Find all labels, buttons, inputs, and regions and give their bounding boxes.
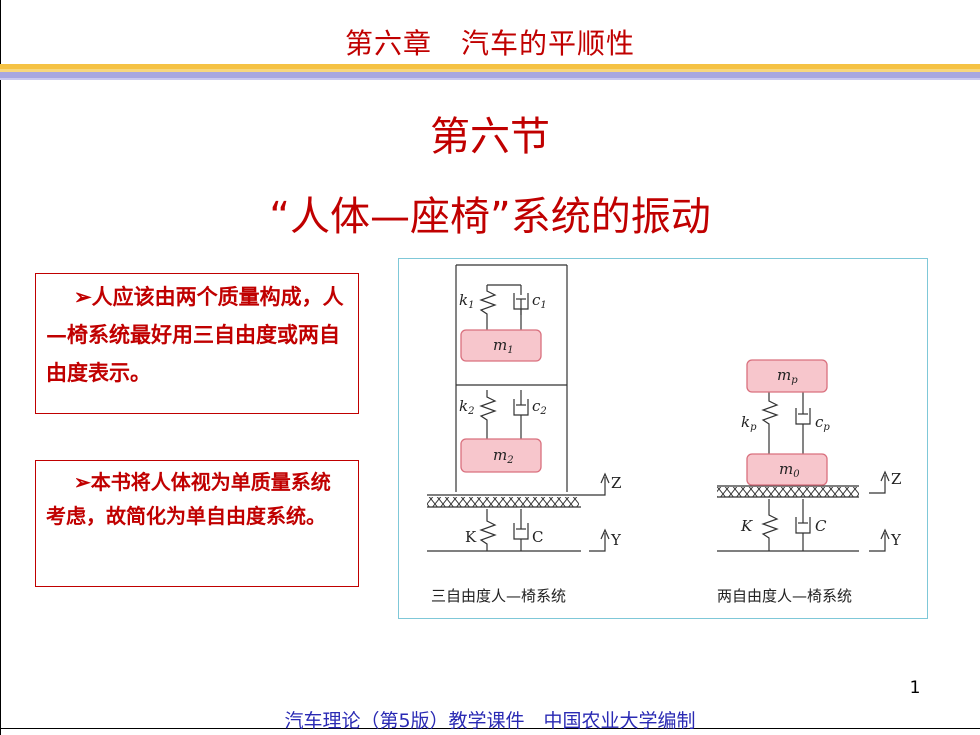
header-band <box>0 64 980 82</box>
figure-panel: k1 c1 m1 k2 c2 m2 K C Z Y 三自由度人—椅系统 <box>398 258 928 619</box>
footer-credit: 汽车理论（第5版）教学课件 中国农业大学编制 <box>284 710 696 732</box>
label-kp: kp <box>741 413 757 433</box>
note-2-first: 本书将人体视为单质量 <box>90 470 291 494</box>
label-K-right: K <box>740 517 753 535</box>
three-dof-model <box>427 264 610 552</box>
label-m0: m0 <box>779 460 800 480</box>
label-m1: m1 <box>493 336 514 356</box>
label-mp: mp <box>777 366 798 386</box>
bottom-border <box>0 728 980 729</box>
label-cp: cp <box>815 413 830 433</box>
label-k1: k1 <box>459 291 474 311</box>
section-title: 第六节 <box>430 114 550 160</box>
caption-two-dof: 两自由度人—椅系统 <box>717 587 852 605</box>
note-box-2: ➢本书将人体视为单质量系统考虑，故简化为单自由度系统。 <box>35 460 359 587</box>
section-subtitle: “人体—座椅”系统的振动 <box>269 194 711 240</box>
left-border <box>0 0 1 735</box>
label-C: C <box>532 528 543 546</box>
label-K: K <box>465 528 477 546</box>
arrow-bullet-icon: ➢ <box>74 470 91 494</box>
page-number: 1 <box>909 678 921 698</box>
note-box-1: ➢人应该由两个质量构成，人—椅系统最好用三自由度或两自由度表示。 <box>35 273 359 414</box>
chapter-title: 第六章 汽车的平顺性 <box>344 27 635 60</box>
label-m2: m2 <box>493 446 514 466</box>
label-Y-right: Y <box>890 531 902 549</box>
label-k2: k2 <box>459 397 474 417</box>
mass-m0 <box>746 453 828 486</box>
label-C-right: C <box>815 517 827 535</box>
caption-three-dof: 三自由度人—椅系统 <box>431 587 566 605</box>
label-c2: c2 <box>532 397 547 417</box>
label-c1: c1 <box>532 291 547 311</box>
vibration-model-diagram: k1 c1 m1 k2 c2 m2 K C Z Y 三自由度人—椅系统 <box>427 264 902 605</box>
two-dof-model <box>717 392 890 552</box>
label-Z: Z <box>611 474 621 492</box>
mass-m2 <box>460 438 542 473</box>
arrow-bullet-icon: ➢ <box>74 284 92 309</box>
note-2-rest: 系统考虑，故简化为单自由度系统。 <box>46 470 331 528</box>
note-1-first: 人应该由两个质量构 <box>91 284 281 309</box>
label-Y: Y <box>610 531 622 549</box>
label-Z-right: Z <box>891 470 901 488</box>
mass-m1 <box>460 329 542 362</box>
mass-mp <box>746 359 828 393</box>
note-1-rest: 成，人—椅系统最好用三自由度或两自由度表示。 <box>46 284 344 385</box>
